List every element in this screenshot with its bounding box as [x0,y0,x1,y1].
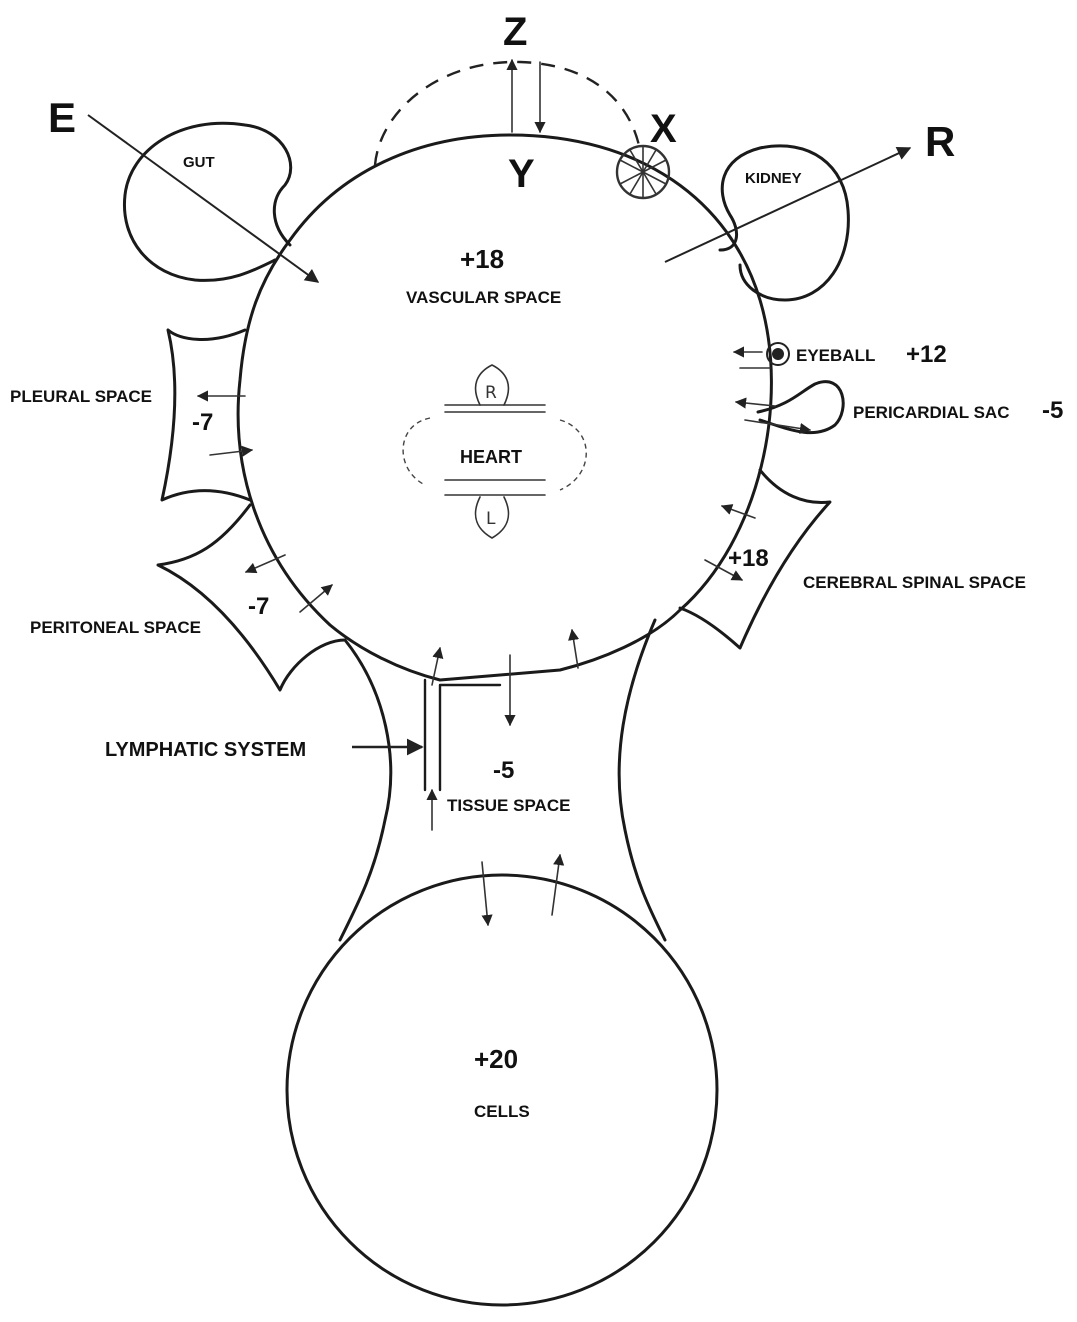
cells-label: CELLS [474,1102,530,1121]
kidney-label: KIDNEY [745,170,802,187]
tissue-label: TISSUE SPACE [447,796,570,815]
heart-r-label: R [485,383,497,403]
e-arrow [88,115,318,282]
letter-z: Z [503,10,527,54]
lymphatic-label: LYMPHATIC SYSTEM [105,739,306,761]
eyeball-value: +12 [906,341,947,368]
cells-outline [287,875,717,1305]
letter-e: E [48,94,76,141]
vascular-space-outline [238,135,771,680]
pericardial-label: PERICARDIAL SAC [853,403,1009,422]
peritoneal-value: -7 [248,593,269,620]
pleural-value: -7 [192,409,213,436]
peritoneal-label: PERITONEAL SPACE [30,618,201,637]
lymphatic-channel [425,680,500,790]
vascular-label: VASCULAR SPACE [406,288,561,307]
letter-y: Y [508,152,535,196]
cerebral-label: CEREBRAL SPINAL SPACE [803,573,1026,592]
heart-l-label: L [486,509,496,529]
pericardial-value: -5 [1042,397,1063,424]
letter-x: X [650,107,677,151]
heart-label: HEART [460,447,522,467]
gut-label: GUT [183,154,215,171]
cerebral-value: +18 [728,545,769,572]
vascular-value: +18 [460,244,504,274]
eyeball-label: EYEBALL [796,346,875,365]
tissue-space-outline-right [619,620,665,940]
letter-r: R [925,118,955,165]
cells-value: +20 [474,1044,518,1074]
pleural-label: PLEURAL SPACE [10,387,152,406]
tissue-value: -5 [493,757,514,784]
tissue-space-outline-left [340,640,391,940]
